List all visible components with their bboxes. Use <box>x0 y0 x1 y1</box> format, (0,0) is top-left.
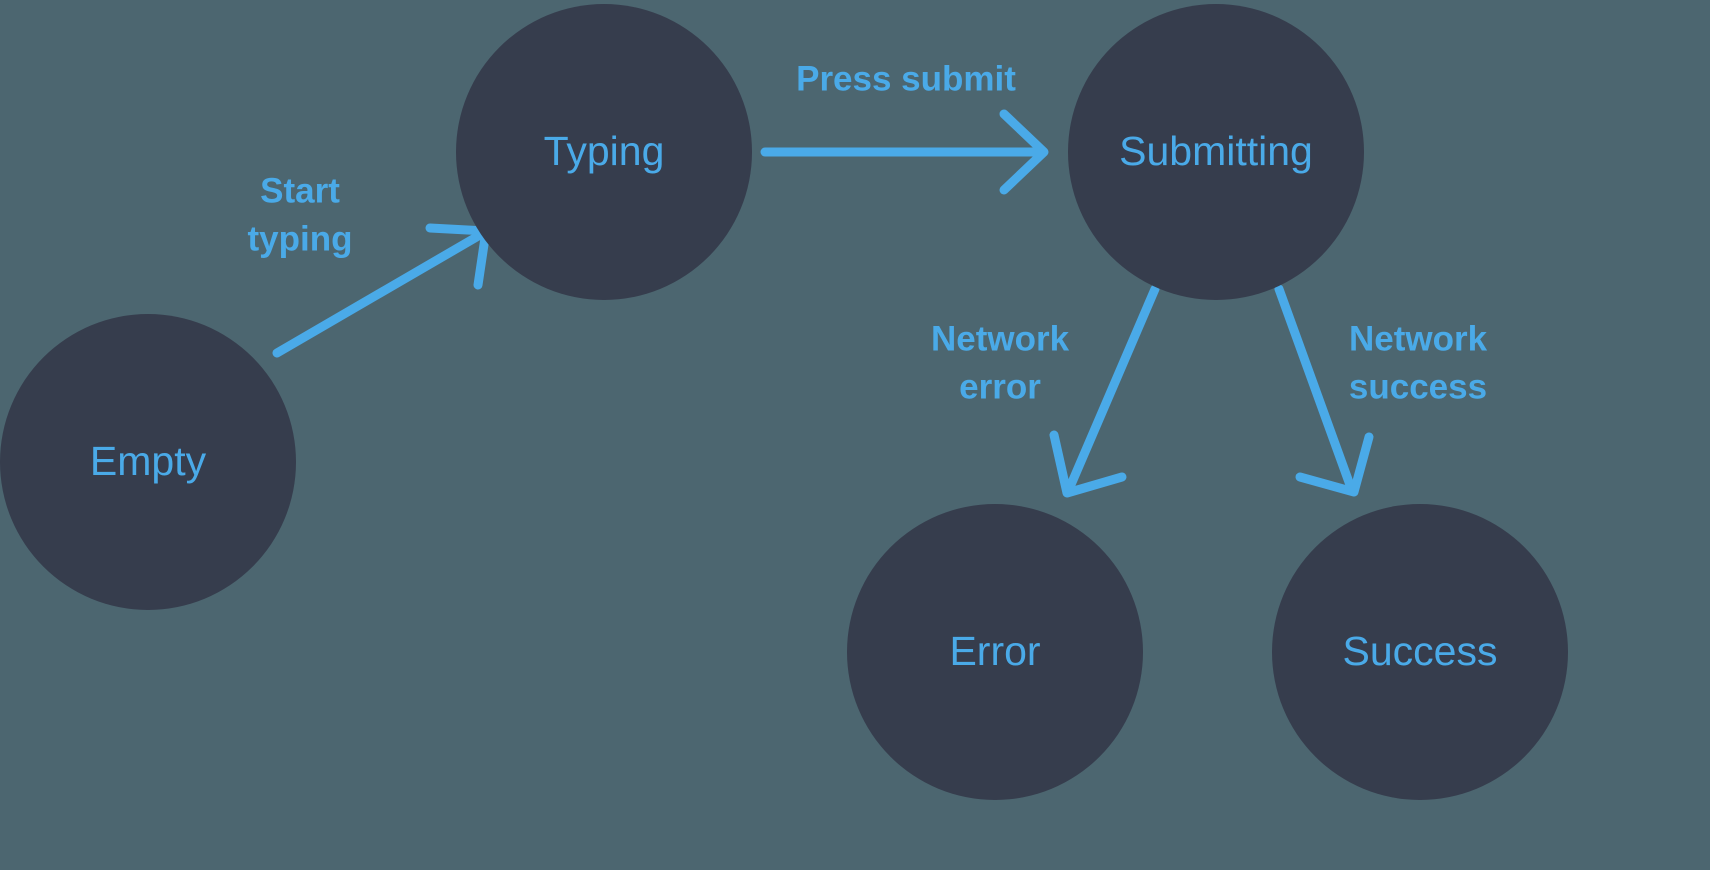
edge-submitting-to-error-arrowhead <box>1049 430 1127 498</box>
node-error-circle[interactable] <box>847 504 1143 800</box>
edge-label-start-typing-line1: Start <box>260 171 340 210</box>
node-typing-label: Typing <box>544 128 665 174</box>
node-empty-circle[interactable] <box>0 314 296 610</box>
edge-submitting-to-success <box>1274 284 1374 497</box>
node-submitting-label: Submitting <box>1119 128 1313 174</box>
node-submitting[interactable]: Submitting <box>1068 4 1364 300</box>
node-empty-label: Empty <box>90 438 207 484</box>
edge-label-network-error: Network error <box>931 319 1070 406</box>
edge-typing-to-submitting <box>760 109 1049 195</box>
edge-submitting-to-success-line <box>1274 284 1355 490</box>
edge-label-network-success: Network success <box>1349 319 1488 406</box>
edge-submitting-to-error <box>1049 284 1160 498</box>
node-typing-circle[interactable] <box>456 4 752 300</box>
node-success-circle[interactable] <box>1272 504 1568 800</box>
edge-submitting-to-success-arrowhead <box>1295 432 1374 497</box>
edge-typing-to-submitting-arrowhead <box>999 109 1049 195</box>
edge-empty-to-typing-line <box>272 230 485 358</box>
node-error-label: Error <box>949 628 1040 674</box>
edge-label-network-error-line1: Network <box>931 319 1070 358</box>
edge-label-press-submit: Press submit <box>796 59 1016 98</box>
node-submitting-circle[interactable] <box>1068 4 1364 300</box>
node-success-label: Success <box>1343 628 1498 674</box>
edge-submitting-to-error-line <box>1065 284 1160 492</box>
edge-label-network-success-line1: Network <box>1349 319 1488 358</box>
node-success[interactable]: Success <box>1272 504 1568 800</box>
node-error[interactable]: Error <box>847 504 1143 800</box>
edge-label-network-error-line2: error <box>959 367 1041 406</box>
node-typing[interactable]: Typing <box>456 4 752 300</box>
node-empty[interactable]: Empty <box>0 314 296 610</box>
edge-label-network-success-line2: success <box>1349 367 1487 406</box>
edge-label-press-submit-line1: Press submit <box>796 59 1016 98</box>
edge-label-start-typing: Start typing <box>248 171 353 258</box>
edge-label-start-typing-line2: typing <box>248 219 353 258</box>
